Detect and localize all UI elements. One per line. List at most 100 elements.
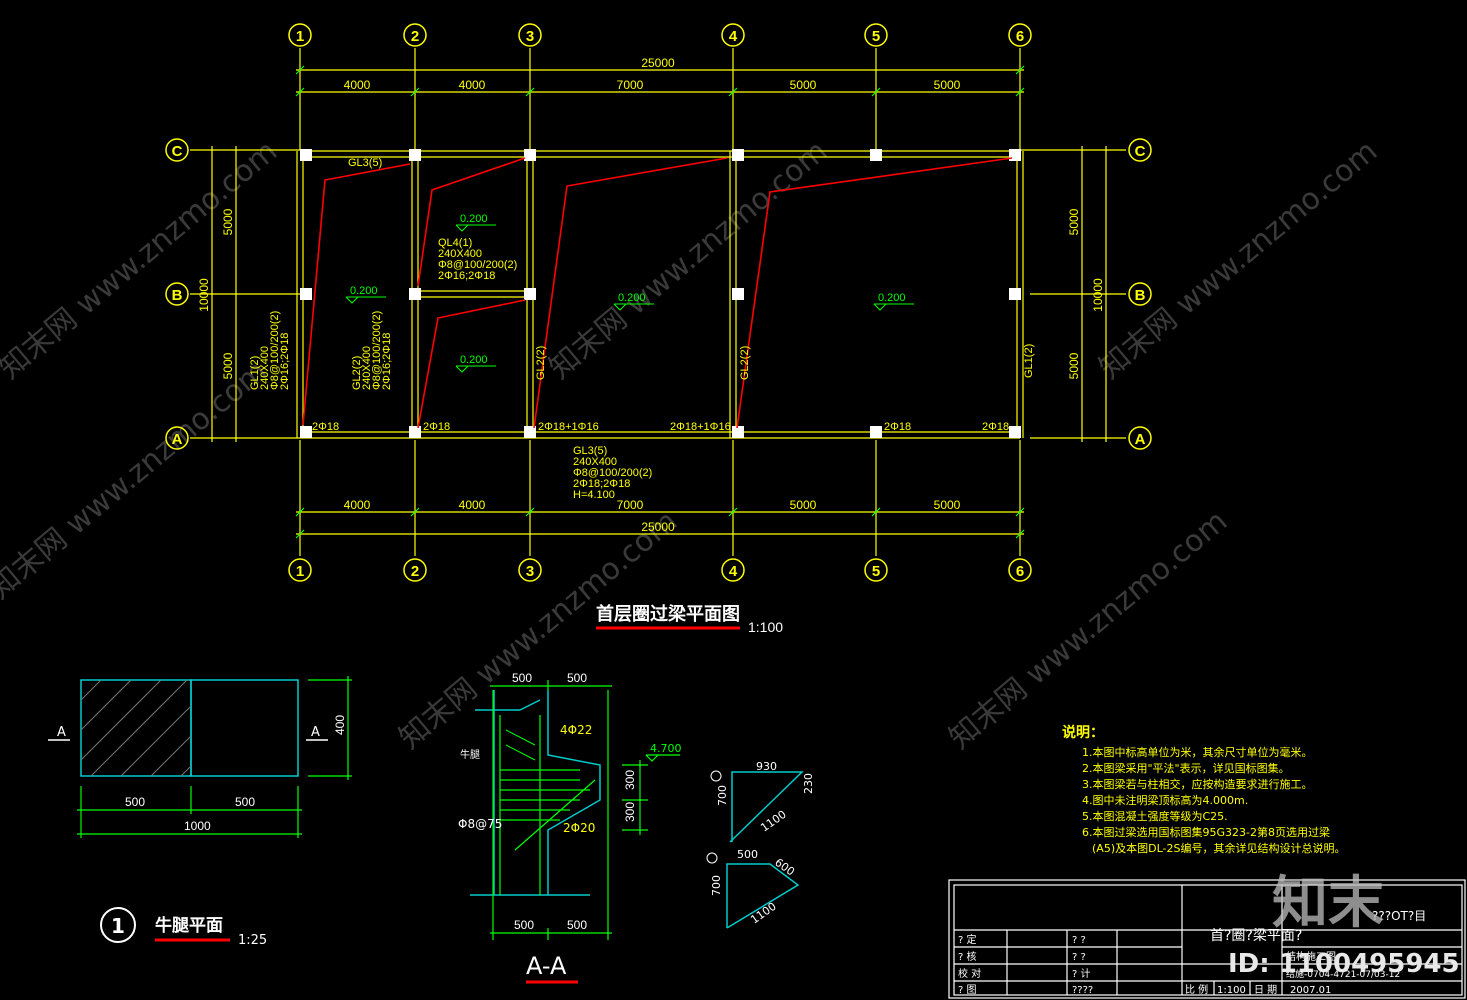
tb-cell: ? 图 <box>958 984 977 996</box>
watermark-text: 知末网 www.znzmo.com <box>543 134 834 386</box>
dim-top: 5000 <box>790 78 817 92</box>
watermark-text: 知末网 www.znzmo.com <box>1093 134 1384 386</box>
beam-label: GL2(2) <box>351 356 363 390</box>
detail-dim: 1100 <box>758 808 788 835</box>
detail-dim: 700 <box>716 785 729 806</box>
axis-label: 5 <box>872 563 880 580</box>
beam-label: 240X400 <box>361 346 373 390</box>
notes-heading: 说明： <box>1062 724 1104 741</box>
sec-dim: 500 <box>512 671 532 685</box>
detail-number: 1 <box>111 914 125 938</box>
axis-label: 3 <box>526 563 534 580</box>
tb-cell: ? 计 <box>1072 967 1091 980</box>
detail-dim: 700 <box>710 875 723 896</box>
columns <box>300 149 1021 438</box>
axis-label: 1 <box>296 28 304 45</box>
level-label: 0.200 <box>618 292 646 304</box>
corbel-scale: 1:25 <box>238 933 267 948</box>
section-mark: A <box>311 725 320 740</box>
dim-bottom: 5000 <box>934 498 961 512</box>
dim-total-left: 10000 <box>197 278 211 312</box>
watermark-id: ID: 1100495945 <box>1228 949 1460 979</box>
beam-annotations: GL3(5) QL4(1) 240X400 Φ8@100/200(2) 2Φ16… <box>249 157 1035 501</box>
rebar-label: 2Φ20 <box>563 821 595 835</box>
beam-label: 240X400 <box>573 456 617 468</box>
level-texts: 0.200 0.200 0.200 0.200 0.200 <box>350 213 906 366</box>
detail-shapes: 930 230 700 1100 500 600 700 1100 <box>706 760 815 929</box>
watermark-text: 知末网 www.znzmo.com <box>393 504 684 756</box>
rebar-label: 2Φ18+1Φ16 <box>670 421 731 433</box>
watermark-text: 知末网 www.znzmo.com <box>0 134 284 386</box>
corbel-dim: 1000 <box>184 819 211 833</box>
beam-label: GL3(5) <box>573 445 607 457</box>
tb-cell: 1:100 <box>1217 985 1246 996</box>
dim-top: 4000 <box>344 78 371 92</box>
dim-bottom: 5000 <box>790 498 817 512</box>
axis-label: 2 <box>411 563 419 580</box>
axis-label: 4 <box>729 28 738 45</box>
detail-dim: 930 <box>756 760 777 773</box>
beam-label: GL1(2) <box>1023 344 1035 378</box>
axis-labels: 1 2 3 4 5 6 1 2 3 4 5 6 C B A C B A <box>172 28 1146 580</box>
tb-cell: ? ? <box>1072 952 1086 963</box>
rebar-label: 2Φ18 <box>423 421 450 433</box>
title-block: ? 定 ? 核 校 对 ? ? ? ? ? 计 ? 图 ???? 比 例 1:1… <box>948 879 1466 999</box>
tb-cell: 2007.01 <box>1290 985 1331 996</box>
tb-sub: 结构施工图 <box>1286 950 1336 963</box>
note-item: (A5)及本图DL-2S编号，其余详见结构设计总说明。 <box>1092 841 1345 855</box>
rebar-label: Φ8@75 <box>458 817 502 831</box>
beam-label: GL3(5) <box>348 157 382 169</box>
dim-left: 5000 <box>221 352 235 379</box>
beam-label: GL1(2) <box>249 356 261 390</box>
detail-dim: 230 <box>802 773 815 794</box>
level-label: 0.200 <box>350 285 378 297</box>
note-item: 5.本图混凝土强度等级为C25. <box>1082 809 1228 823</box>
section-mark: A <box>57 725 66 740</box>
detail-dim: 500 <box>737 848 758 861</box>
tb-cell: 比 例 <box>1185 983 1208 996</box>
dim-total-top: 25000 <box>641 56 675 70</box>
dim-bottom: 7000 <box>617 498 644 512</box>
beam-label: 2Φ18;2Φ18 <box>573 478 630 490</box>
beam-label: H=4.100 <box>573 489 615 501</box>
tb-cell: ? 核 <box>958 950 977 963</box>
level-label: 0.200 <box>460 213 488 225</box>
level-label: 0.200 <box>878 292 906 304</box>
sec-dim: 500 <box>514 918 534 932</box>
axis-label: A <box>1135 431 1146 448</box>
beam-label: 240X400 <box>438 248 482 260</box>
dim-bottom: 4000 <box>344 498 371 512</box>
section-level: 4.700 <box>650 742 682 755</box>
tb-cell: ? ? <box>1072 935 1086 946</box>
axis-label: A <box>172 431 183 448</box>
corbel-dim: 400 <box>333 715 347 735</box>
rebar-label: 4Φ22 <box>560 723 592 737</box>
corbel-dim: 500 <box>235 795 255 809</box>
beam-label: Φ8@100/200(2) <box>438 259 517 271</box>
rebar-label: 2Φ18 <box>312 421 339 433</box>
rebar-label: 2Φ18+1Φ16 <box>538 421 599 433</box>
axis-label: B <box>1135 287 1146 304</box>
dim-top: 7000 <box>617 78 644 92</box>
beam-label: QL4(1) <box>438 237 472 249</box>
beam-label: GL2(2) <box>739 346 751 380</box>
section-aa: 500 500 500 500 4Φ22 2Φ20 Φ8@75 牛腿 4.700… <box>458 671 682 984</box>
beam-label: 2Φ16;2Φ18 <box>279 333 291 390</box>
note-item: 1.本图中标高单位为米，其余尺寸单位为毫米。 <box>1082 745 1313 759</box>
rebar-label: 2Φ18 <box>982 421 1009 433</box>
tb-cell: ? 定 <box>958 933 977 946</box>
axis-label: 5 <box>872 28 880 45</box>
tb-cell: 日 期 <box>1254 984 1277 996</box>
note-item: 2.本图梁采用"平法"表示，详见国标图集。 <box>1082 761 1290 775</box>
axis-label: B <box>172 287 183 304</box>
axis-label: 6 <box>1016 28 1024 45</box>
dim-right: 5000 <box>1067 352 1081 379</box>
level-marks <box>345 224 914 373</box>
dim-total-bottom: 25000 <box>641 520 675 534</box>
axis-label: C <box>172 143 183 160</box>
slab-lines <box>302 157 1013 429</box>
axis-label: C <box>1135 143 1146 160</box>
tb-cell: 校 对 <box>958 967 981 980</box>
beam-label: Φ8@100/200(2) <box>269 311 281 390</box>
